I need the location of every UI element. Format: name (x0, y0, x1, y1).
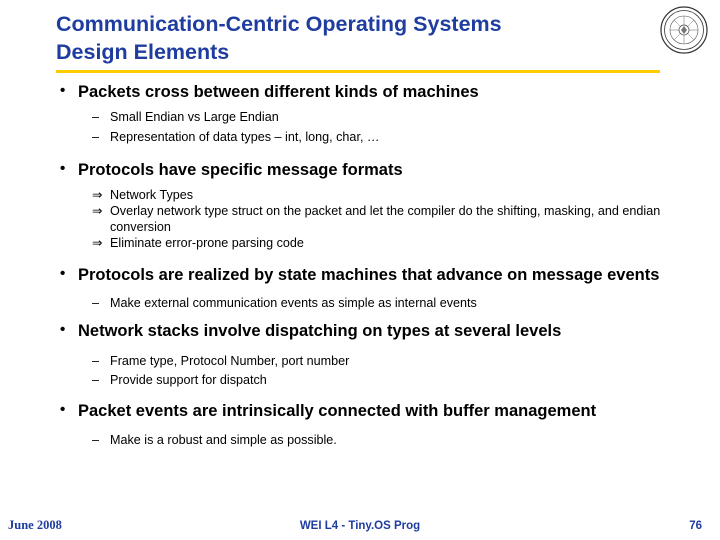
dash-icon: – (92, 295, 100, 310)
bullet-level2: ⇒ Network Types (0, 188, 720, 204)
double-arrow-icon: ⇒ (92, 187, 103, 202)
dash-icon: – (92, 110, 100, 125)
bullet-level2-text: Network Types (110, 187, 194, 202)
bullet-level1: • Protocols have specific message format… (0, 160, 720, 180)
bullet-level2: ⇒ Eliminate error-prone parsing code (0, 236, 720, 252)
bullet-level2-text: Small Endian vs Large Endian (110, 110, 279, 125)
bullet-level1-text: Network stacks involve dispatching on ty… (78, 322, 562, 341)
bullet-dot-icon: • (60, 82, 66, 99)
bullet-dot-icon: • (60, 401, 66, 419)
bullet-level2-text: Overlay network type struct on the packe… (110, 203, 661, 234)
bullet-dot-icon: • (60, 265, 66, 283)
title-line-1: Communication-Centric Operating Systems (56, 12, 502, 36)
title-line-2: Design Elements (56, 40, 230, 65)
bullet-level2-text: Frame type, Protocol Number, port number (110, 353, 350, 368)
bullet-level1-text: Packets cross between different kinds of… (78, 83, 479, 101)
bullet-level2: – Small Endian vs Large Endian (0, 110, 720, 126)
bullet-dot-icon: • (60, 159, 66, 177)
bullet-level2-text: Eliminate error-prone parsing code (110, 235, 304, 250)
university-seal-logo (660, 6, 708, 54)
dash-icon: – (92, 433, 100, 448)
bullet-level1: • Protocols are realized by state machin… (0, 265, 720, 285)
bullet-level2: – Representation of data types – int, lo… (0, 130, 720, 146)
footer-date: June 2008 (8, 518, 62, 532)
bullet-level1: • Packet events are intrinsically connec… (0, 401, 720, 421)
bullet-level2-text: Representation of data types – int, long… (110, 129, 380, 144)
bullet-level1-text: Protocols are realized by state machines… (78, 266, 660, 285)
dash-icon: – (92, 353, 100, 368)
title-underline-rule (56, 70, 660, 73)
footer-title: WEI L4 - Tiny.OS Prog (299, 520, 421, 532)
dash-icon: – (92, 129, 100, 144)
bullet-level2: ⇒ Overlay network type struct on the pac… (0, 204, 720, 236)
bullet-level2-text: Make is a robust and simple as possible. (110, 433, 337, 448)
bullet-level2: – Provide support for dispatch (0, 373, 720, 389)
bullet-dot-icon: • (60, 321, 66, 339)
bullet-level2: – Make is a robust and simple as possibl… (0, 433, 720, 449)
slide-body: • Packets cross between different kinds … (0, 82, 720, 449)
bullet-level1: • Network stacks involve dispatching on … (0, 321, 720, 341)
double-arrow-icon: ⇒ (92, 203, 103, 218)
bullet-level1-text: Protocols have specific message formats (78, 160, 403, 179)
bullet-level2-text: Make external communication events as si… (110, 295, 477, 310)
bullet-level2: – Make external communication events as … (0, 296, 720, 312)
bullet-level1-text: Packet events are intrinsically connecte… (78, 402, 597, 421)
double-arrow-icon: ⇒ (92, 235, 103, 250)
page-title: Communication-Centric Operating Systems … (56, 10, 646, 67)
dash-icon: – (92, 373, 100, 388)
bullet-level2: – Frame type, Protocol Number, port numb… (0, 354, 720, 370)
footer-page-number: 76 (689, 520, 702, 532)
bullet-level1: • Packets cross between different kinds … (0, 82, 720, 102)
bullet-level2-text: Provide support for dispatch (110, 373, 267, 388)
